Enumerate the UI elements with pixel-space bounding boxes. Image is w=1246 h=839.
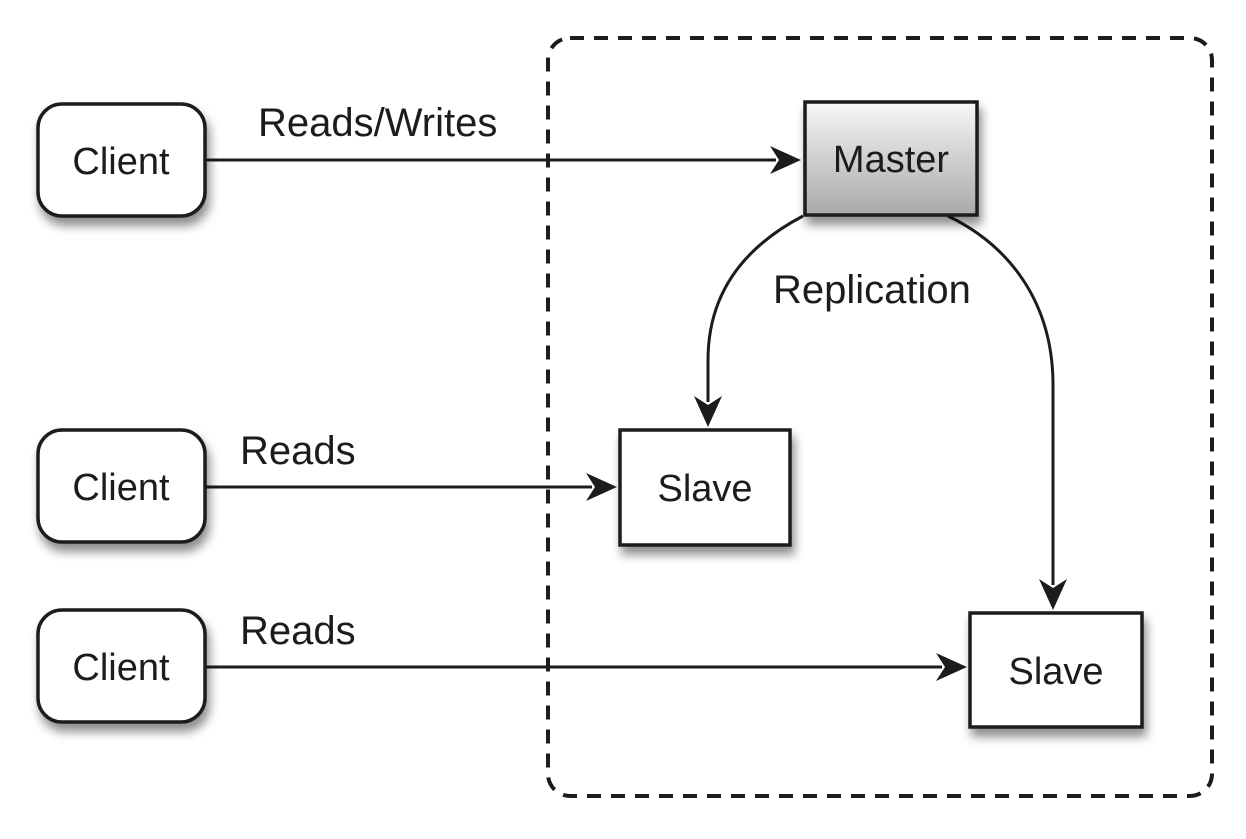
slave-left-label: Slave <box>657 468 752 510</box>
replication-curve-left <box>706 214 804 402</box>
master-box <box>803 100 979 217</box>
node-client-middle: Client <box>36 428 207 544</box>
reads-middle-arrowhead-icon <box>586 473 617 501</box>
reads-writes-arrowhead-icon <box>770 146 801 174</box>
client-top-label: Client <box>72 141 170 183</box>
node-slave-right: Slave <box>968 611 1144 729</box>
replication-right-arrowhead-icon <box>1039 579 1067 610</box>
node-client-top: Client <box>36 102 207 218</box>
reads-middle-label: Reads <box>240 429 356 473</box>
node-master: Master <box>803 100 979 217</box>
reads-bottom-arrowhead-icon <box>936 653 967 681</box>
slave-right-box <box>968 611 1144 729</box>
edge-reads-bottom: Reads <box>205 609 967 681</box>
replication-curve-right <box>947 214 1055 585</box>
master-label: Master <box>833 139 949 181</box>
client-middle-box <box>36 428 207 544</box>
edge-reads-writes: Reads/Writes <box>205 101 801 174</box>
reads-writes-label: Reads/Writes <box>258 101 497 145</box>
edge-reads-middle: Reads <box>205 429 617 501</box>
node-client-bottom: Client <box>36 608 207 724</box>
client-bottom-box <box>36 608 207 724</box>
reads-bottom-label: Reads <box>240 609 356 653</box>
node-slave-left: Slave <box>618 428 792 547</box>
replication-label: Replication <box>773 268 971 312</box>
server-group-boundary <box>546 36 1214 798</box>
edge-replication: Replication <box>694 214 1067 610</box>
client-middle-label: Client <box>72 467 170 509</box>
client-bottom-label: Client <box>72 647 170 689</box>
client-top-box <box>36 102 207 218</box>
replication-left-arrowhead-icon <box>694 396 722 427</box>
slave-left-box <box>618 428 792 547</box>
slave-right-label: Slave <box>1008 651 1103 693</box>
